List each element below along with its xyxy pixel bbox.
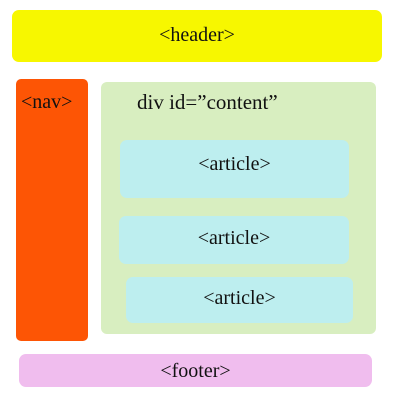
article-label: <article> xyxy=(197,227,271,249)
article-block-3: <article> xyxy=(126,277,353,323)
article-block-2: <article> xyxy=(119,216,349,264)
nav-block: <nav> xyxy=(16,79,88,341)
header-block: <header> xyxy=(12,10,382,62)
footer-label: <footer> xyxy=(160,360,231,382)
footer-block: <footer> xyxy=(19,354,372,387)
content-label: div id=”content” xyxy=(137,90,278,114)
article-label: <article> xyxy=(198,153,271,175)
article-block-1: <article> xyxy=(120,140,349,198)
article-label: <article> xyxy=(203,287,276,309)
content-block: div id=”content” <article> <article> <ar… xyxy=(101,82,376,334)
nav-label: <nav> xyxy=(21,91,73,113)
header-label: <header> xyxy=(159,24,235,46)
